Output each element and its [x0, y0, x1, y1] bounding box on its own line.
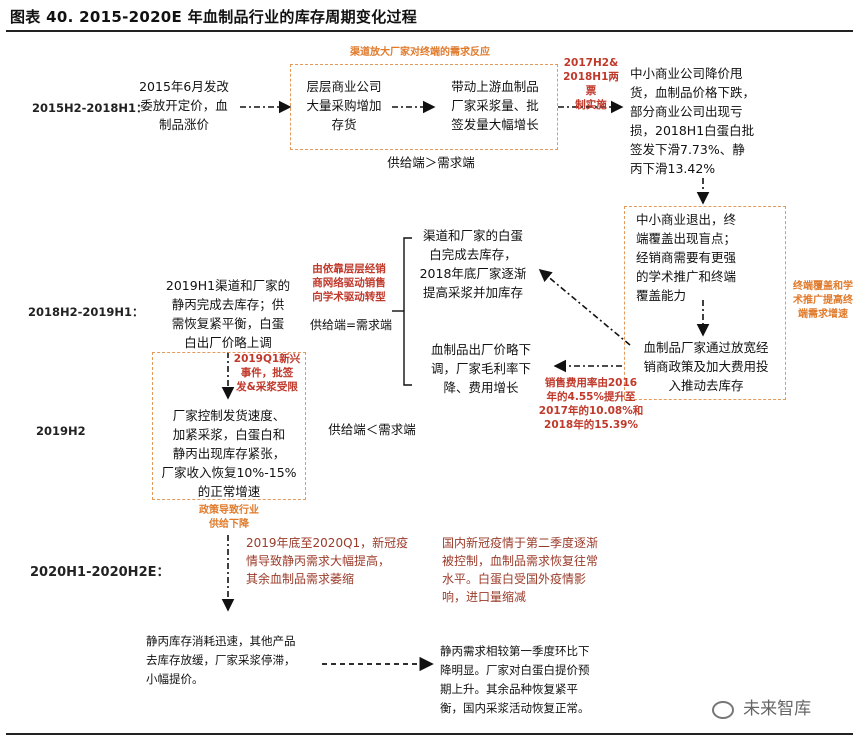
note-sales-expense-ratio: 销售费用率由2016 年的4.55%提升至 2017年的10.08%和 2018… — [538, 377, 644, 431]
figure-title: 图表 40. 2015-2020E 年血制品行业的库存周期变化过程 — [10, 8, 418, 26]
node-albumin-destocked: 渠道和厂家的白蛋 白完成去库存， 2018年底厂家逐渐 提高采浆并加库存 — [419, 228, 527, 300]
node-supply-tight: 厂家控制发货速度、 加紧采浆，白蛋白和 静丙出现库存紧张， 厂家收入恢复10%-… — [161, 408, 297, 499]
note-terminal-coverage: 终端覆盖和学 术推广提高终 端需求增速 — [793, 281, 853, 320]
node-ivig-demand-drop: 静丙需求相较第一季度环比下 降明显。厂家对白蛋白提价预 期上升。其余品种恢复紧平… — [440, 644, 590, 715]
top-rule — [6, 30, 853, 32]
node-price-liberalization: 2015年6月发改 委放开定价，血 制品涨价 — [139, 79, 229, 132]
arrow-n6-n7 — [538, 268, 631, 346]
wechat-icon — [712, 700, 734, 719]
node-upstream-growth: 带动上游血制品 厂家采浆量、批 签发量大幅增长 — [451, 79, 539, 132]
supply-label-less: 供给端＜需求端 — [328, 422, 416, 437]
lower-dashed-box — [152, 352, 306, 500]
period-label-2018: 2018H2-2019H1： — [28, 305, 144, 319]
supply-label-equal: 供给端=需求端 — [309, 318, 393, 332]
period-label-2019h2: 2019H2 — [36, 424, 86, 438]
node-price-drop: 中小商业公司降价甩 货，血制品价格下跌， 部分商业公司出现亏 损，2018H1白… — [630, 66, 756, 176]
watermark: 未来智库 — [712, 694, 811, 719]
bottom-rule — [6, 733, 853, 735]
note-covid-demand-surge: 2019年底至2020Q1，新冠疫 情导致静丙需求大幅提高， 其余血制品需求萎缩 — [246, 536, 409, 586]
period-label-2015: 2015H2-2018H1： — [32, 101, 148, 115]
note-policy-supply-drop: 政策导致行业 供给下降 — [199, 505, 259, 530]
note-two-invoice: 2017H2& 2018H1两票 制实施 — [563, 57, 619, 111]
node-small-distributors-exit: 中小商业退出，终 端覆盖出现盲点； 经销商需要有更强 的学术推广和终端 覆盖能力 — [636, 212, 737, 303]
top-dashed-box — [290, 64, 558, 150]
note-academic-transition: 由依靠层层经销 商网络驱动销售 向学术驱动转型 — [312, 263, 386, 303]
top-box-caption: 渠道放大厂家对终端的需求反应 — [350, 47, 490, 58]
note-2019q1-event: 2019Q1新兴 事件，批签 发&采浆受限 — [233, 353, 301, 393]
node-ivig-destocked: 2019H1渠道和厂家的 静丙完成去库存；供 需恢复紧平衡，白蛋 白出厂价略上调 — [165, 278, 291, 350]
watermark-text: 未来智库 — [743, 699, 812, 719]
node-distributor-stockpile: 层层商业公司 大量采购增加 存货 — [306, 79, 382, 132]
supply-label-greater: 供给端＞需求端 — [387, 155, 475, 170]
node-exfactory-price-cut: 血制品出厂价略下 调，厂家毛利率下 降、费用增长 — [430, 342, 531, 395]
node-destocking-push: 血制品厂家通过放宽经 销商政策及加大费用投 入推动去库存 — [643, 340, 769, 393]
note-covid-controlled: 国内新冠疫情于第二季度逐渐 被控制，血制品需求恢复往常 水平。白蛋白受国外疫情影… — [442, 536, 599, 604]
brace-left — [403, 237, 412, 386]
period-label-2020: 2020H1-2020H2E： — [30, 565, 170, 580]
node-ivig-consumed: 静丙库存消耗迅速，其他产品 去库存放缓，厂家采浆停滞， 小幅提价。 — [146, 634, 296, 686]
right-dashed-box — [624, 206, 786, 400]
